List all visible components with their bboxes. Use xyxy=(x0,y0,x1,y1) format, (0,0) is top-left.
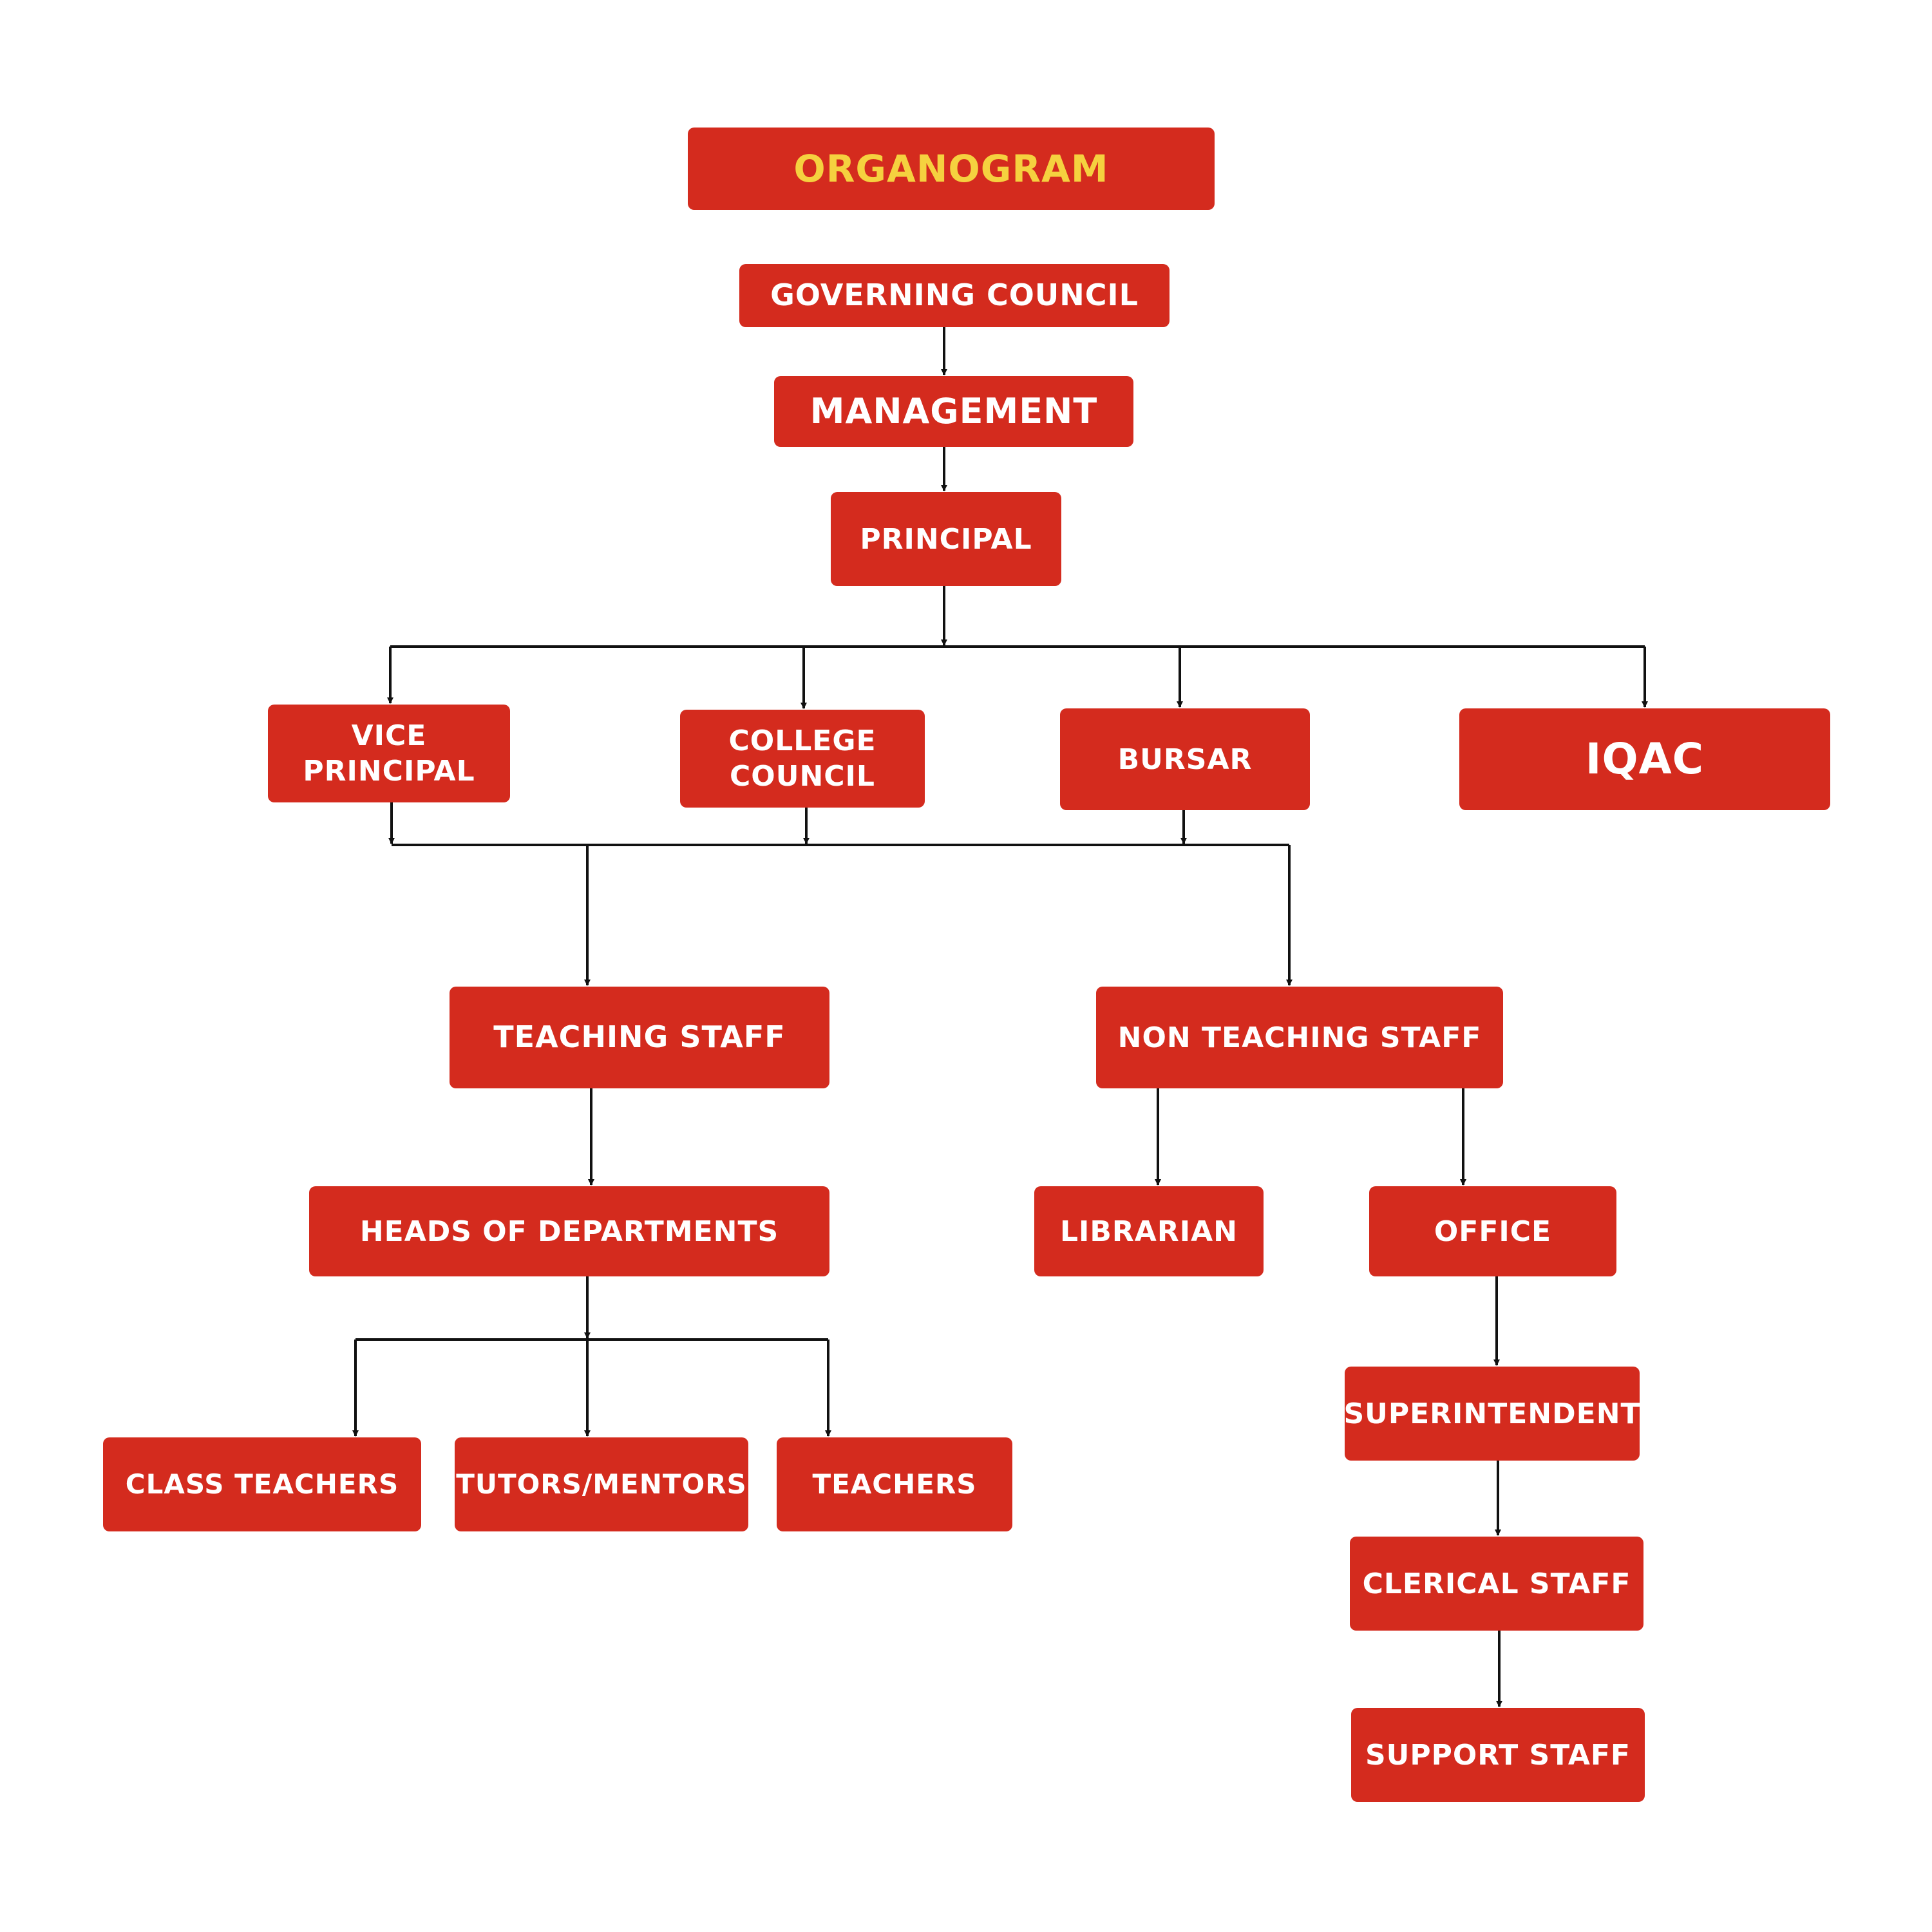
node-label: GOVERNING COUNCIL xyxy=(770,278,1139,313)
node-librarian: LIBRARIAN xyxy=(1034,1186,1264,1276)
node-label: SUPPORT STAFF xyxy=(1365,1738,1631,1772)
title-text: ORGANOGRAM xyxy=(793,146,1109,191)
node-vice-principal: VICE PRINCIPAL xyxy=(268,705,510,802)
node-label: BURSAR xyxy=(1117,743,1253,776)
node-label: IQAC xyxy=(1585,734,1705,784)
node-label: TEACHERS xyxy=(812,1468,977,1500)
node-tutors-mentors: TUTORS/MENTORS xyxy=(455,1437,748,1531)
node-label: PRINCIPAL xyxy=(860,522,1032,556)
node-iqac: IQAC xyxy=(1459,708,1830,810)
node-office: OFFICE xyxy=(1369,1186,1616,1276)
organogram-title: ORGANOGRAM xyxy=(688,128,1215,210)
node-label: TUTORS/MENTORS xyxy=(456,1468,747,1500)
node-label-line-1: COLLEGE xyxy=(728,724,876,757)
node-label: CLASS TEACHERS xyxy=(125,1468,399,1500)
node-support-staff: SUPPORT STAFF xyxy=(1351,1708,1645,1802)
node-clerical-staff: CLERICAL STAFF xyxy=(1350,1537,1643,1631)
node-label: LIBRARIAN xyxy=(1059,1215,1238,1248)
node-label: OFFICE xyxy=(1434,1215,1552,1248)
node-label: SUPERINTENDENT xyxy=(1343,1397,1641,1430)
node-label-line-2: PRINCIPAL xyxy=(303,755,475,788)
node-teaching-staff: TEACHING STAFF xyxy=(450,987,829,1088)
node-label: CLERICAL STAFF xyxy=(1362,1567,1631,1600)
node-label: MANAGEMENT xyxy=(810,391,1098,432)
node-principal: PRINCIPAL xyxy=(831,492,1061,586)
node-management: MANAGEMENT xyxy=(774,376,1133,447)
node-label-line-2: COUNCIL xyxy=(730,760,875,793)
node-label: HEADS OF DEPARTMENTS xyxy=(359,1215,779,1248)
node-non-teaching-staff: NON TEACHING STAFF xyxy=(1096,987,1503,1088)
node-governing-council: GOVERNING COUNCIL xyxy=(739,264,1170,327)
node-label: NON TEACHING STAFF xyxy=(1117,1021,1482,1054)
node-college-council: COLLEGE COUNCIL xyxy=(680,710,925,808)
node-class-teachers: CLASS TEACHERS xyxy=(103,1437,421,1531)
node-label: TEACHING STAFF xyxy=(493,1019,786,1055)
node-label-line-1: VICE xyxy=(351,719,427,752)
node-teachers: TEACHERS xyxy=(777,1437,1012,1531)
node-heads-of-departments: HEADS OF DEPARTMENTS xyxy=(309,1186,829,1276)
node-bursar: BURSAR xyxy=(1060,708,1310,810)
node-superintendent: SUPERINTENDENT xyxy=(1343,1367,1641,1461)
